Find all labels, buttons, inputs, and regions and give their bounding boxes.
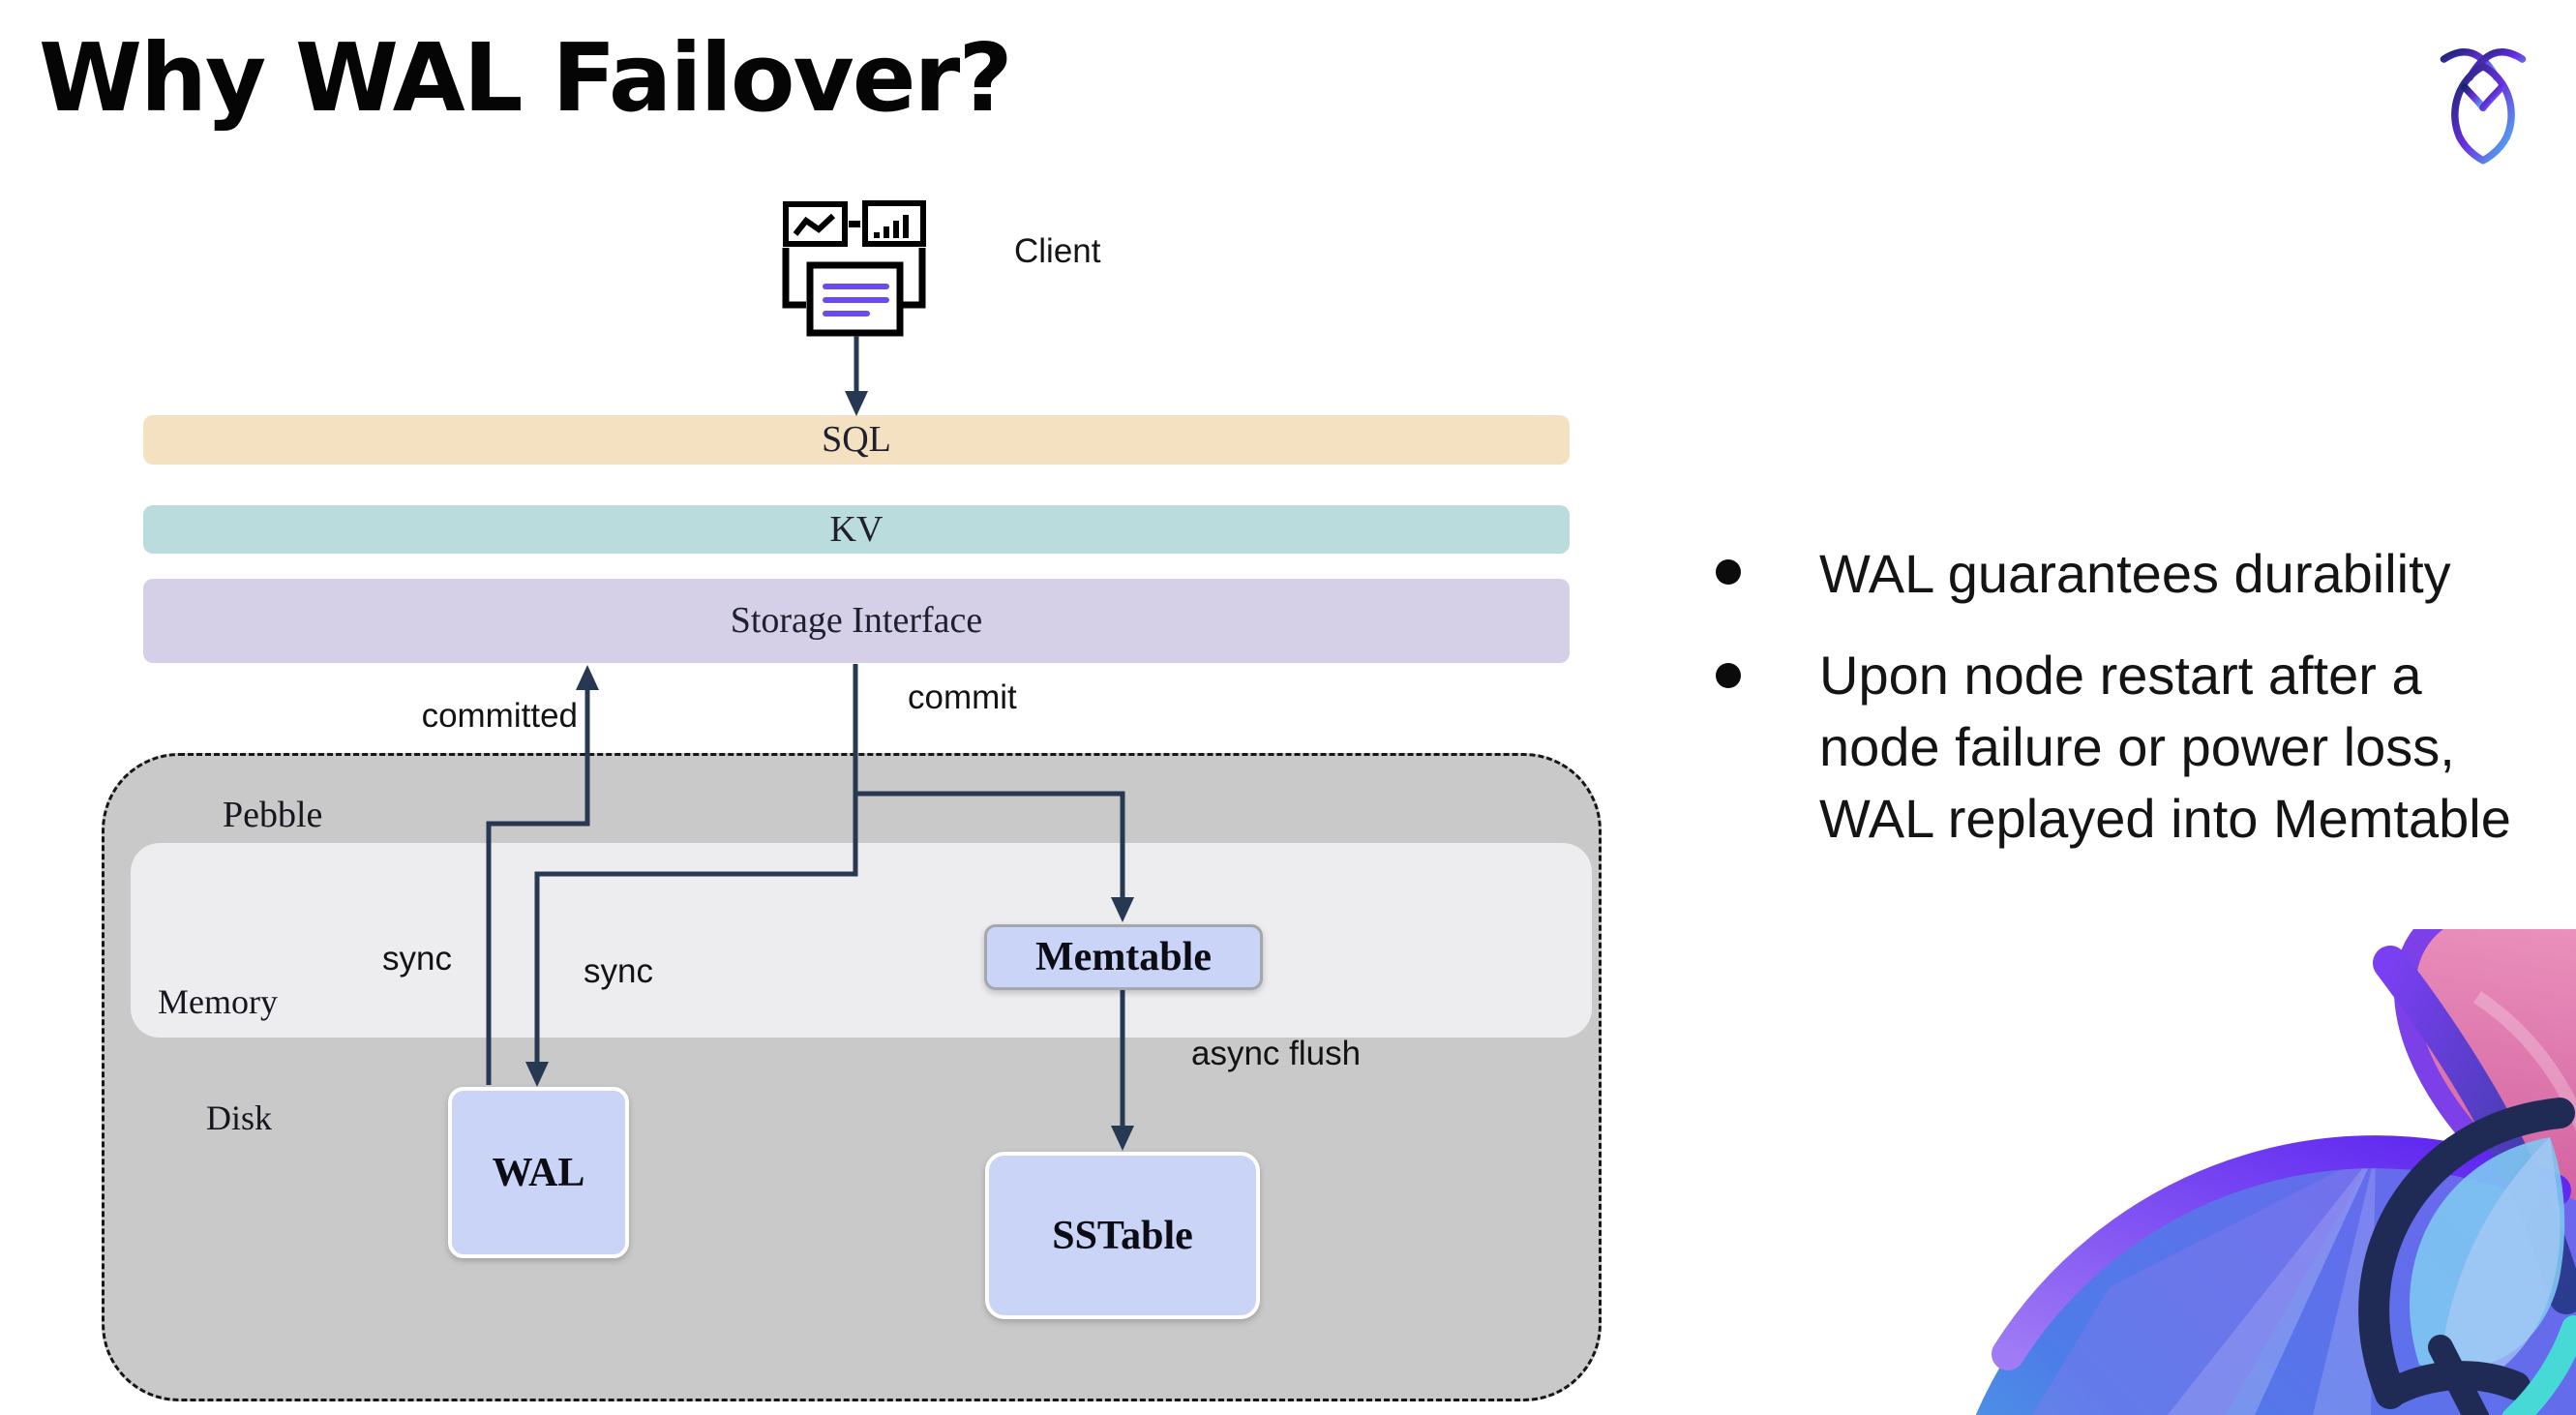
client-label: Client [1014,232,1101,270]
layer-kv-label: KV [829,509,884,550]
bullet-item-2-line-2: node failure or power loss, [1819,716,2455,777]
memory-label: Memory [158,982,278,1021]
bullet-item-2-line-3: WAL replayed into Memtable [1819,788,2511,849]
bullet-dot [1716,559,1741,585]
layer-sql-label: SQL [822,419,891,460]
edge-label-async-flush: async flush [1191,1035,1362,1072]
bullet-item-2: Upon node restart after a node failure o… [1819,640,2511,855]
bullet-item-2-line-1: Upon node restart after a [1819,645,2422,706]
cockroachdb-logo-icon [2435,43,2531,165]
disk-label: Disk [206,1099,273,1137]
wal-box-label: WAL [492,1150,585,1195]
bullet-dot [1716,663,1741,688]
page-title: Why WAL Failover? [39,23,1013,133]
memtable-box: Memtable [984,924,1263,990]
memtable-box-label: Memtable [1035,935,1212,979]
sstable-box: SSTable [985,1152,1260,1319]
sstable-box-label: SSTable [1052,1213,1193,1258]
edge-label-sync-left: sync [382,940,452,978]
brand-artwork [1974,929,2576,1415]
client-devices-icon [774,194,948,339]
layer-storage-interface: Storage Interface [143,579,1570,663]
edge-label-sync-right: sync [584,952,653,990]
layer-storage-interface-label: Storage Interface [730,600,983,641]
layer-kv: KV [143,505,1570,554]
layer-sql: SQL [143,415,1570,465]
pebble-label: Pebble [223,795,323,835]
wal-box: WAL [448,1087,629,1258]
bullet-item-1: WAL guarantees durability [1819,543,2451,604]
memory-band [131,843,1592,1038]
edge-label-commit: commit [908,678,1017,716]
edge-label-committed: committed [421,697,578,735]
